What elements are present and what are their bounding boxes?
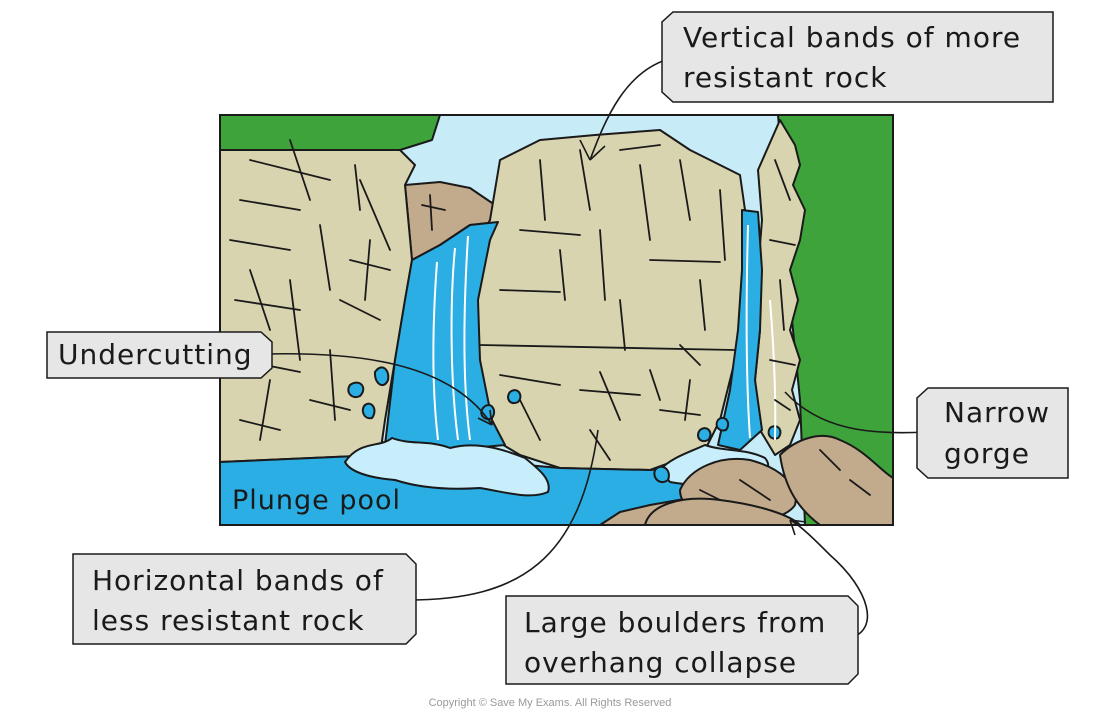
leader-narrow-gorge bbox=[784, 391, 927, 434]
label-boulders: Large boulders from overhang collapse bbox=[505, 595, 859, 685]
arrowhead-boulders bbox=[789, 519, 807, 536]
label-box-horizontal-bands bbox=[72, 553, 417, 645]
scene-frame bbox=[219, 114, 894, 526]
horizontal-bands-line1: Horizontal bands of bbox=[92, 564, 384, 597]
boulders-line1: Large boulders from bbox=[524, 606, 826, 639]
narrow-gorge-line1: Narrow bbox=[944, 396, 1050, 429]
splash-droplets bbox=[347, 366, 782, 484]
leader-vertical-bands bbox=[589, 57, 673, 161]
left-rock-face bbox=[219, 149, 416, 463]
leader-horizontal-bands bbox=[407, 429, 599, 601]
label-box-narrow-gorge bbox=[916, 387, 1069, 479]
label-box-boulders bbox=[505, 595, 859, 685]
label-vertical-bands: Vertical bands of more resistant rock bbox=[661, 11, 1054, 103]
waterfall-scene: Plunge pool bbox=[219, 114, 894, 526]
arrowhead-undercutting bbox=[477, 409, 493, 426]
left-foam bbox=[344, 437, 550, 497]
narrow-gorge-line2: gorge bbox=[944, 437, 1030, 470]
horizontal-bands-line2: less resistant rock bbox=[92, 604, 365, 637]
label-horizontal-bands: Horizontal bands of less resistant rock bbox=[72, 553, 417, 645]
left-waterfall bbox=[384, 221, 506, 451]
waterfall-streaks bbox=[432, 224, 777, 441]
undercutting-text: Undercutting bbox=[58, 338, 253, 371]
right-waterfall bbox=[717, 209, 763, 451]
arrowhead-vertical-bands bbox=[579, 139, 606, 161]
vertical-bands-line2: resistant rock bbox=[683, 61, 887, 94]
central-rock-block bbox=[471, 129, 746, 471]
boulders-line2: overhang collapse bbox=[524, 646, 797, 679]
label-box-vertical-bands bbox=[661, 11, 1054, 103]
vertical-bands-line1: Vertical bands of more bbox=[683, 21, 1021, 54]
label-narrow-gorge: Narrow gorge bbox=[916, 387, 1069, 479]
leader-undercutting bbox=[264, 352, 493, 426]
copyright-notice: Copyright © Save My Exams. All Rights Re… bbox=[429, 697, 672, 709]
label-box-undercutting bbox=[46, 331, 273, 379]
label-undercutting: Undercutting bbox=[46, 331, 273, 379]
grass-left bbox=[219, 114, 441, 151]
plunge-pool-label: Plunge pool bbox=[232, 485, 401, 516]
leader-boulders bbox=[789, 519, 869, 639]
boulders bbox=[599, 435, 894, 526]
